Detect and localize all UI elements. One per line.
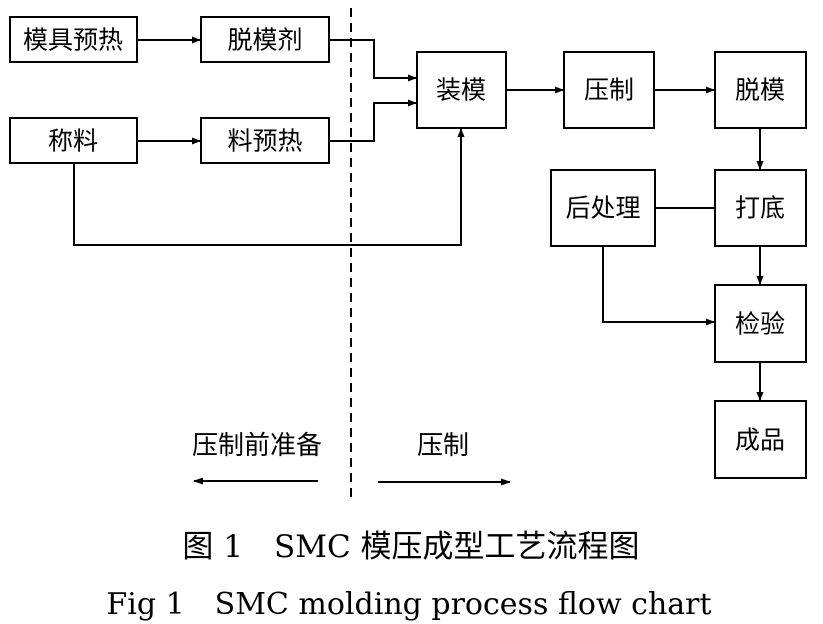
- node-weighing: 称料: [9, 117, 138, 164]
- edge-release-agent-to-loading: [329, 39, 417, 82]
- caption-english: Fig 1 SMC molding process flow chart: [106, 587, 711, 622]
- edge-material-preheat-to-loading: [329, 99, 417, 142]
- node-demolding-label: 脱模: [735, 76, 785, 105]
- node-release-agent-label: 脱模剂: [227, 26, 302, 55]
- node-pressing: 压制: [563, 51, 655, 129]
- node-release-agent: 脱模剂: [200, 16, 330, 63]
- caption-chinese: 图 1 SMC 模压成型工艺流程图: [182, 529, 639, 565]
- node-inspection: 检验: [714, 284, 807, 363]
- node-mold-preheat-label: 模具预热: [23, 26, 123, 55]
- edge-post-treatment-to-inspection: [602, 246, 715, 326]
- phase-label-pressing: 压制: [417, 431, 469, 461]
- node-product: 成品: [714, 400, 807, 479]
- phase-label-preparation: 压制前准备: [192, 431, 322, 461]
- node-weighing-label: 称料: [48, 127, 98, 156]
- node-material-preheat: 料预热: [200, 117, 330, 164]
- node-material-preheat-label: 料预热: [227, 127, 302, 156]
- node-demolding: 脱模: [714, 51, 807, 129]
- node-post-treatment-label: 后处理: [565, 194, 640, 223]
- node-inspection-label: 检验: [735, 310, 785, 339]
- node-mold-preheat: 模具预热: [9, 16, 138, 63]
- node-loading: 装模: [416, 51, 507, 129]
- node-polishing-label: 打底: [735, 194, 785, 223]
- edge-weighing-to-loading: [73, 128, 465, 246]
- node-post-treatment: 后处理: [550, 169, 656, 247]
- node-product-label: 成品: [735, 426, 785, 455]
- node-polishing: 打底: [714, 169, 807, 247]
- node-pressing-label: 压制: [584, 76, 634, 105]
- node-loading-label: 装模: [436, 76, 486, 105]
